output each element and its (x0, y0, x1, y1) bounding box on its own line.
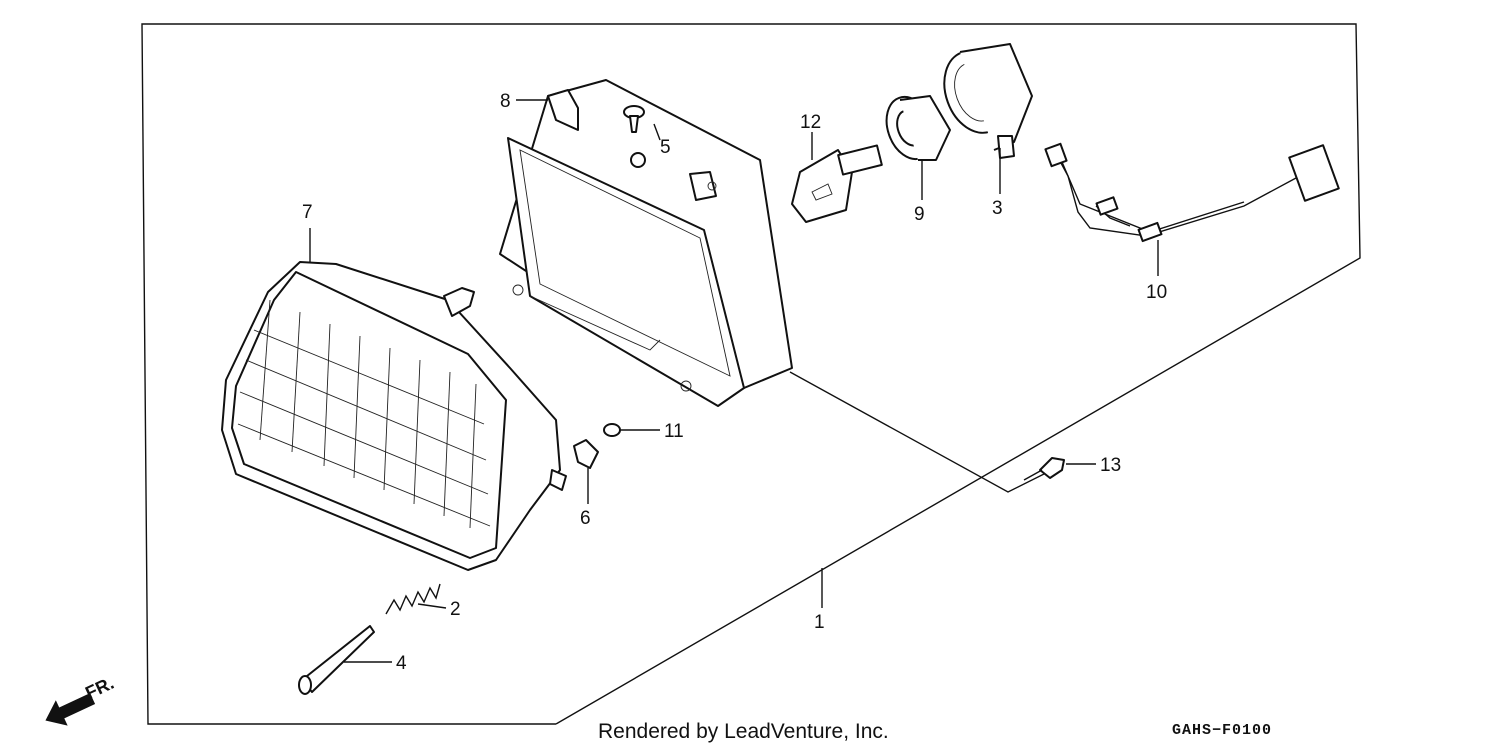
callout-3: 3 (992, 198, 1003, 219)
nut-11 (603, 423, 621, 437)
headlight-unit (221, 261, 567, 571)
headlight-case (499, 79, 793, 407)
socket-seal (885, 95, 951, 161)
adjusting-screw-4 (298, 625, 375, 695)
bulb (791, 144, 883, 223)
spring-2 (385, 583, 441, 615)
diagram-code: GAHS−F0100 (1172, 722, 1272, 739)
callout-8: 8 (500, 91, 511, 112)
callout-1: 1 (814, 612, 825, 633)
clip-nut-6 (573, 439, 599, 469)
callout-5: 5 (660, 137, 671, 158)
bolt-13 (1023, 457, 1065, 481)
leader-lines (309, 99, 1159, 663)
rear-outline (789, 371, 1061, 493)
front-direction-arrow-icon (45, 693, 96, 726)
callout-9: 9 (914, 204, 925, 225)
callout-4: 4 (396, 653, 407, 674)
credit-text: Rendered by LeadVenture, Inc. (598, 720, 889, 743)
callout-7: 7 (302, 202, 313, 223)
assembly-outline (141, 23, 1361, 725)
dust-cover (943, 43, 1033, 159)
lens-ribs (237, 299, 491, 529)
callout-12: 12 (800, 112, 821, 133)
screw-5 (623, 105, 645, 133)
callout-2: 2 (450, 599, 461, 620)
callout-11: 11 (664, 421, 684, 442)
callout-6: 6 (580, 508, 591, 529)
callout-10: 10 (1146, 282, 1167, 303)
callout-13: 13 (1100, 455, 1121, 476)
wire-harness (1044, 142, 1340, 243)
